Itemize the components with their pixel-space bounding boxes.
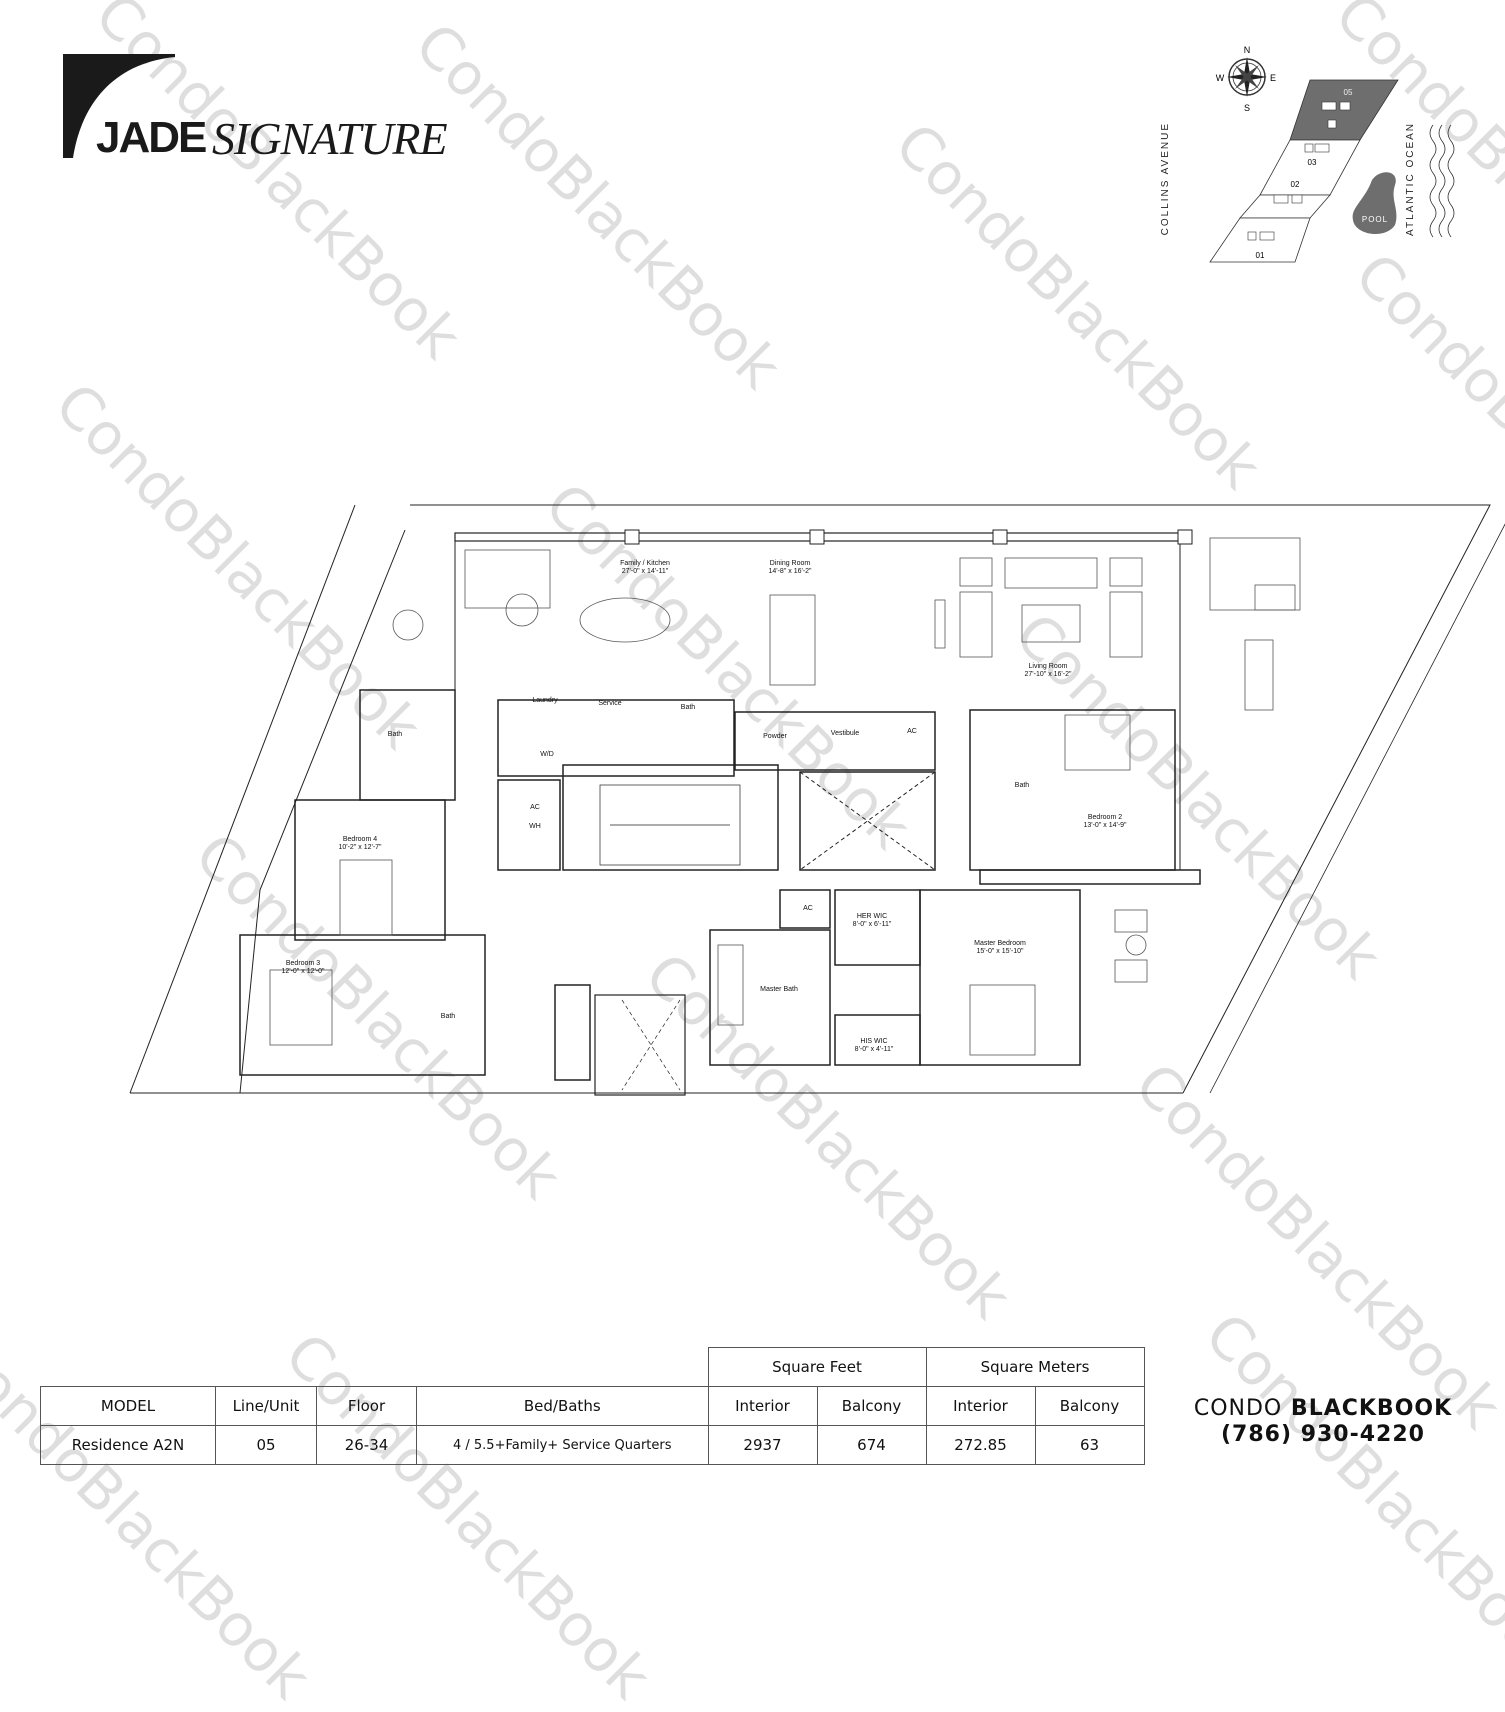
cell-sqft-balcony: 674 [816, 1425, 927, 1465]
brand-name-bold: BLACKBOOK [1290, 1396, 1453, 1421]
watermark: CondoBlackBook [1191, 1300, 1505, 1692]
room-label-ac-vestibule: AC [907, 728, 917, 735]
svg-text:E: E [1270, 73, 1276, 83]
unit-spec-table: Square Feet Square Meters MODEL Line/Uni… [40, 1347, 1145, 1465]
group-header-square-feet: Square Feet [707, 1347, 927, 1387]
table-row: Residence A2N 05 26-34 4 / 5.5+Family+ S… [40, 1425, 1145, 1465]
cell-model: Residence A2N [40, 1425, 216, 1465]
brand-name-light: CONDO [1193, 1396, 1283, 1421]
svg-text:02: 02 [1291, 180, 1300, 189]
room-label-bath-bedroom2: Bath [1014, 782, 1030, 789]
header-line-unit: Line/Unit [215, 1386, 317, 1426]
cell-sqm-interior: 272.85 [925, 1425, 1036, 1465]
room-label-powder: Powder [763, 733, 787, 740]
ocean-label: ATLANTIC OCEAN [1405, 122, 1416, 236]
room-label-service-bath: Bath [680, 704, 696, 711]
room-label-service: Service [598, 700, 622, 707]
room-label-bath-bedroom3: Bath [440, 1013, 456, 1020]
room-label-ac-master: AC [803, 905, 813, 912]
logo-brand-italic: SIGNATURE [212, 113, 448, 164]
room-label-laundry: Laundry [532, 697, 558, 704]
floor-plan-drawing-icon [129, 504, 1505, 1096]
condo-blackbook-brand: CONDO BLACKBOOK (786) 930-4220 [1158, 1396, 1488, 1449]
key-plan: N S E W 05 03 02 01 POOL COLLINS AVENUE … [1150, 40, 1480, 270]
watermark: CondoBlackBook [401, 10, 794, 402]
logo-brand-bold: JADE [96, 113, 207, 162]
brand-phone: (786) 930-4220 [1221, 1422, 1425, 1448]
header-sqft-balcony: Balcony [816, 1386, 927, 1426]
svg-text:W: W [1216, 73, 1225, 83]
svg-text:POOL: POOL [1362, 215, 1388, 224]
logo-mark-icon [63, 54, 175, 158]
cell-bed-baths: 4 / 5.5+Family+ Service Quarters [416, 1425, 709, 1465]
header-sqm-interior: Interior [925, 1386, 1036, 1426]
cell-sqft-interior: 2937 [707, 1425, 818, 1465]
svg-text:05: 05 [1344, 88, 1353, 97]
cell-sqm-balcony: 63 [1034, 1425, 1145, 1465]
ocean-waves-icon [1429, 124, 1455, 238]
key-plan-diagram-icon: N S E W 05 03 02 01 POOL [1209, 45, 1455, 263]
svg-text:N: N [1244, 45, 1251, 55]
room-label-bath-bedroom4: Bath [387, 731, 403, 738]
svg-text:S: S [1244, 103, 1250, 113]
room-label-wh: WH [529, 823, 541, 830]
header-sqm-balcony: Balcony [1034, 1386, 1145, 1426]
room-label-vestibule: Vestibule [830, 730, 860, 737]
room-label-ac-core: AC [530, 804, 540, 811]
header-model: MODEL [40, 1386, 216, 1426]
group-header-square-meters: Square Meters [925, 1347, 1145, 1387]
compass-rose-icon [1227, 57, 1267, 97]
header-floor: Floor [316, 1386, 417, 1426]
svg-text:01: 01 [1256, 251, 1265, 260]
pool-shape-icon [1352, 172, 1397, 235]
header-bed-baths: Bed/Baths [416, 1386, 709, 1426]
svg-text:03: 03 [1308, 158, 1317, 167]
cell-floor: 26-34 [316, 1425, 417, 1465]
street-label: COLLINS AVENUE [1160, 122, 1171, 236]
header-sqft-interior: Interior [707, 1386, 818, 1426]
cell-line-unit: 05 [215, 1425, 317, 1465]
room-label-master-bath: Master Bath [760, 986, 798, 993]
room-label-wd: W/D [540, 751, 554, 758]
